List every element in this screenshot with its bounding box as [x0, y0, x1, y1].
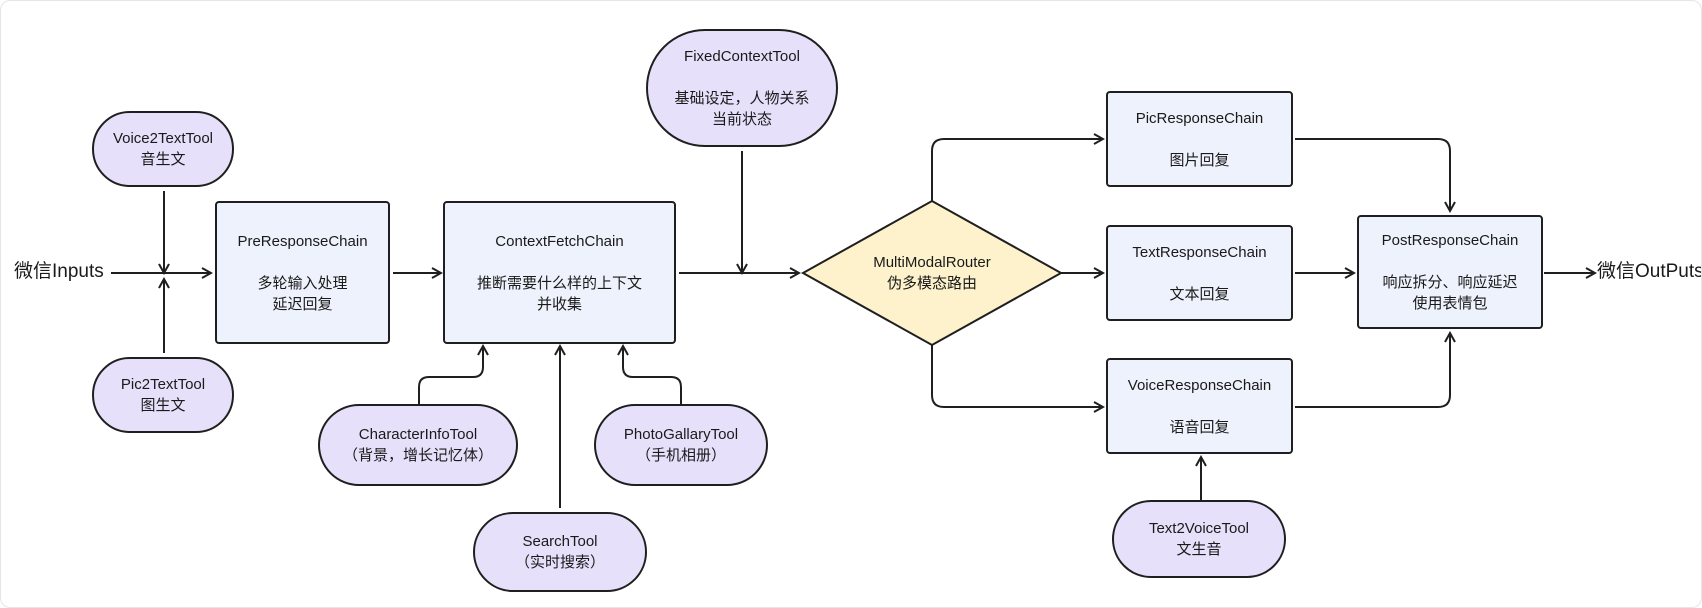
fixedcontext-tool-title: FixedContextTool [684, 48, 800, 65]
post-response-chain-node[interactable]: PostResponseChain 响应拆分、响应延迟 使用表情包 [1357, 215, 1543, 329]
fixedcontext-tool-desc2: 当前状态 [711, 111, 772, 128]
fixedcontext-tool-desc1: 基础设定，人物关系 [674, 90, 810, 107]
voice2text-tool-node[interactable]: Voice2TextTool 音生文 [92, 111, 234, 187]
search-tool-title: SearchTool [522, 533, 598, 550]
edge-characterinfo-to-context [418, 346, 483, 407]
pre-response-chain-node[interactable]: PreResponseChain 多轮输入处理 延迟回复 [215, 201, 390, 344]
pic-response-chain-node[interactable]: PicResponseChain 图片回复 [1106, 91, 1293, 187]
context-fetch-chain-desc1: 推断需要什么样的上下文 [476, 274, 642, 292]
router-desc: 伪多模态路由 [886, 275, 977, 292]
edge-pic-to-post [1295, 138, 1450, 211]
context-fetch-chain-node[interactable]: ContextFetchChain 推断需要什么样的上下文 并收集 [443, 201, 676, 344]
text2voice-tool-node[interactable]: Text2VoiceTool 文生音 [1112, 500, 1286, 578]
text-response-chain-node[interactable]: TextResponseChain 文本回复 [1106, 225, 1293, 321]
edge-router-to-pic [931, 139, 1103, 201]
text-response-chain-desc: 文本回复 [1169, 285, 1230, 303]
pic-response-chain-title: PicResponseChain [1135, 109, 1264, 127]
voice2text-tool-title: Voice2TextTool [112, 130, 214, 147]
characterinfo-tool-node[interactable]: CharacterInfoTool （背景，增长记忆体） [318, 404, 518, 486]
photogallery-tool-node[interactable]: PhotoGallaryTool （手机相册） [594, 404, 768, 486]
text2voice-tool-desc: 文生音 [1176, 541, 1222, 558]
pic2text-tool-title: Pic2TextTool [120, 376, 206, 393]
voice-response-chain-desc: 语音回复 [1169, 418, 1230, 436]
router-node[interactable]: MultiModalRouter 伪多模态路由 [843, 252, 1021, 294]
input-label: 微信Inputs [14, 261, 104, 282]
post-response-chain-desc2: 使用表情包 [1412, 295, 1488, 312]
search-tool-node[interactable]: SearchTool （实时搜索） [473, 512, 647, 592]
output-label: 微信OutPuts [1597, 261, 1702, 282]
characterinfo-tool-title: CharacterInfoTool [358, 426, 478, 443]
characterinfo-tool-desc: （背景，增长记忆体） [342, 447, 493, 464]
pre-response-chain-title: PreResponseChain [237, 232, 368, 250]
edge-photogallery-to-context [623, 346, 682, 407]
router-title: MultiModalRouter [873, 254, 991, 271]
edge-router-to-voice [931, 345, 1103, 407]
router-diamond [800, 199, 1064, 347]
search-tool-desc: （实时搜索） [514, 554, 605, 571]
text2voice-tool-title: Text2VoiceTool [1148, 520, 1250, 537]
photogallery-tool-desc: （手机相册） [635, 447, 726, 464]
context-fetch-chain-title: ContextFetchChain [495, 232, 624, 250]
voice-response-chain-node[interactable]: VoiceResponseChain 语音回复 [1106, 358, 1293, 454]
pre-response-chain-desc1: 多轮输入处理 [257, 274, 348, 292]
voice-response-chain-title: VoiceResponseChain [1127, 376, 1272, 394]
pic2text-tool-desc: 图生文 [140, 397, 186, 414]
edge-voice-to-post [1295, 333, 1450, 408]
post-response-chain-title: PostResponseChain [1381, 232, 1519, 249]
fixedcontext-tool-node[interactable]: FixedContextTool 基础设定，人物关系 当前状态 [646, 29, 838, 147]
voice2text-tool-desc: 音生文 [140, 151, 186, 168]
photogallery-tool-title: PhotoGallaryTool [623, 426, 739, 443]
context-fetch-chain-desc2: 并收集 [536, 295, 582, 313]
pre-response-chain-desc2: 延迟回复 [272, 295, 333, 313]
pic2text-tool-node[interactable]: Pic2TextTool 图生文 [92, 357, 234, 433]
post-response-chain-desc1: 响应拆分、响应延迟 [1382, 274, 1518, 291]
pic-response-chain-desc: 图片回复 [1169, 151, 1230, 169]
text-response-chain-title: TextResponseChain [1132, 243, 1267, 261]
